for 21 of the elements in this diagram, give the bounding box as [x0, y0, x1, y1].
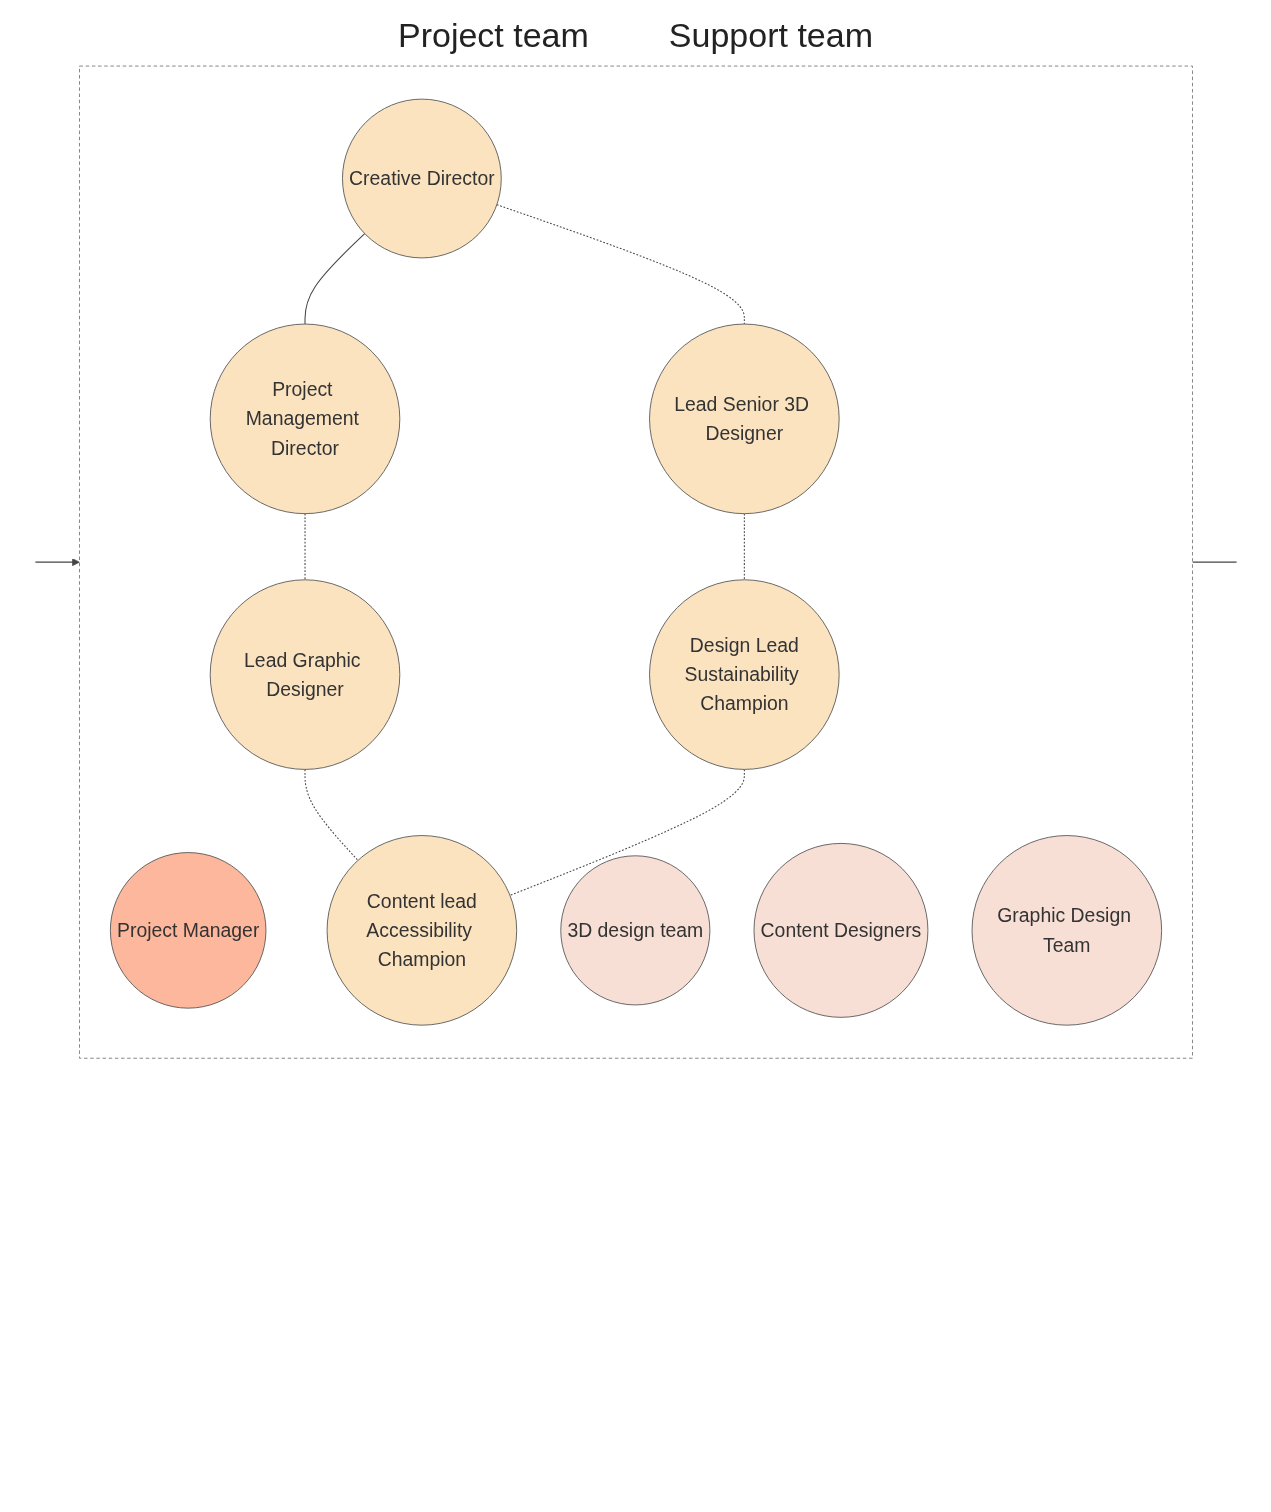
node-circle: Design Lead Sustainability Champion [648, 579, 840, 770]
node-circle: Lead Graphic Designer [209, 579, 400, 770]
node-circle: Creative Director [341, 98, 502, 259]
node-circle: Lead Senior 3D Designer [648, 323, 840, 515]
node-circle: Graphic Design Team [971, 835, 1162, 1026]
connector-line [304, 233, 365, 325]
connector-line [304, 513, 306, 581]
node-circle: Content lead Accessibility Champion [326, 835, 517, 1026]
section-heading: Support team [668, 16, 873, 55]
connector-line [508, 768, 745, 896]
cluster [78, 65, 1193, 1059]
connector-line [495, 204, 745, 325]
connector-line [304, 768, 358, 861]
node-circle: Content Designers [753, 842, 928, 1018]
section-heading: Project team [398, 16, 589, 55]
node-circle: 3D design team [559, 855, 710, 1006]
connector-line [1191, 561, 1237, 563]
connector-line [743, 513, 745, 581]
connector-line [34, 558, 80, 567]
node-circle: Project Management Director [209, 323, 400, 515]
node-circle: Project Manager [109, 852, 266, 1009]
